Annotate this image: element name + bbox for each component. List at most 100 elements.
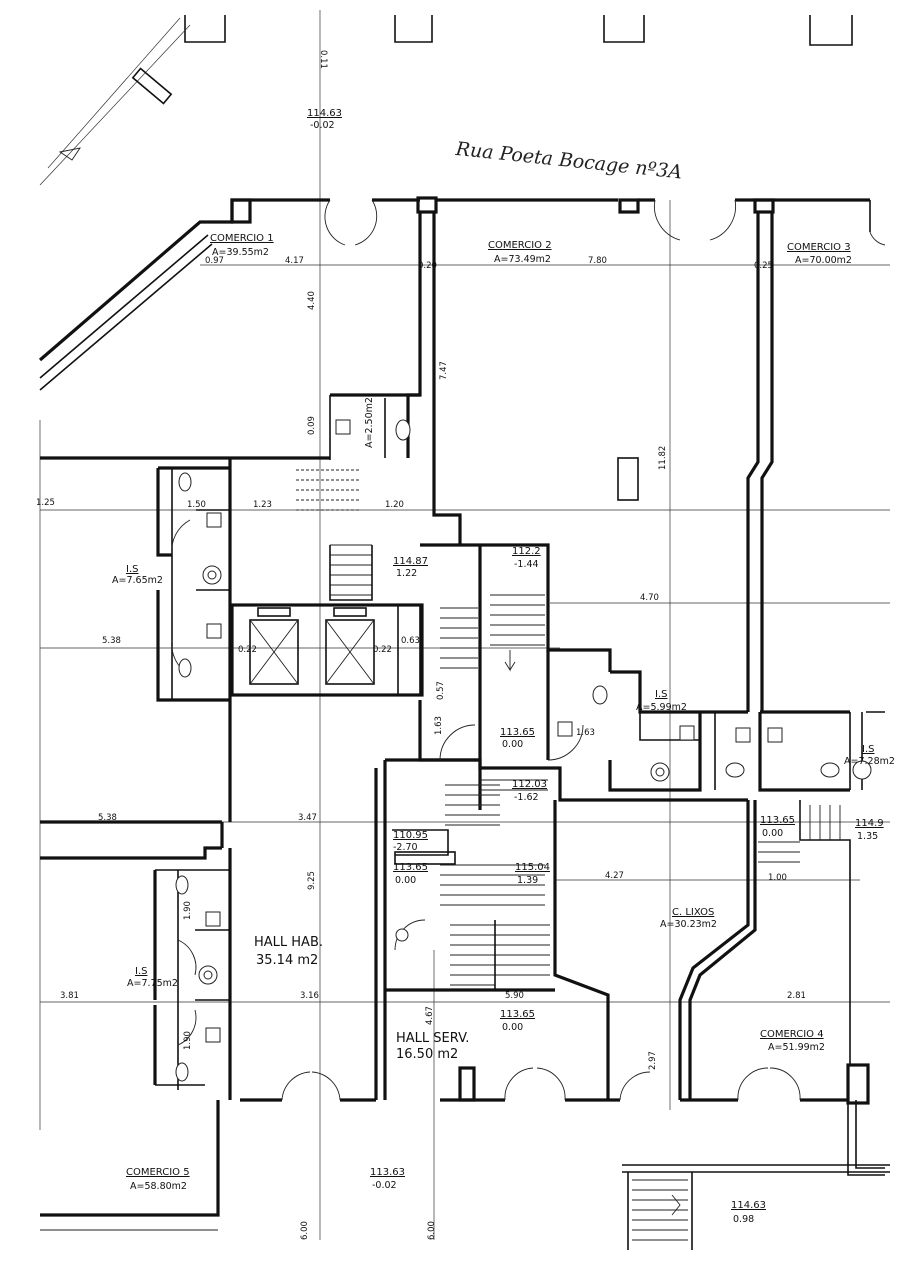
level-top: 113.65 [500,727,535,738]
interior-walls [40,212,890,1250]
level-top: 110.95 [393,830,428,841]
room-is-left2-area: A=7.75m2 [127,978,178,989]
doors [171,199,886,1101]
dimension-labels: 0.97 4.17 7.80 4.40 7.47 11.82 1.25 1.50… [36,50,806,1240]
level-top: 114.63 [307,108,342,119]
dimension-label: 5.90 [505,991,524,1001]
level-bottom: 1.39 [517,875,538,886]
dimension-label: 1.50 [187,500,206,510]
room-is-mid-area: A=5.99m2 [636,702,687,713]
dimension-label: 4.70 [640,593,659,603]
dimension-label: 3.16 [300,991,319,1001]
room-is-left1-area: A=7.65m2 [112,575,163,586]
level-bottom: -2.70 [393,842,418,853]
dimension-label: 2.97 [648,1051,658,1070]
room-labels: COMERCIO 1 A=39.55m2 COMERCIO 2 A=73.49m… [112,233,895,1192]
dimension-label: 1.63 [576,728,595,738]
level-bottom: 0.00 [395,875,416,886]
dimension-label: 0.25 [754,261,773,271]
level-top: 113.65 [760,815,795,826]
dimension-label: 6.00 [427,1221,437,1240]
dimension-label: 1.90 [183,1031,193,1050]
level-markers: 114.63 -0.02 114.87 1.22 112.2 -1.44 113… [307,108,884,1225]
level-top: 112.2 [512,546,541,557]
room-hall-hab-area: 35.14 m2 [256,953,318,968]
dimension-label: 0.97 [205,256,224,266]
level-bottom: -0.02 [310,120,335,131]
dimension-label: 4.40 [307,291,317,310]
dimension-label: 6.00 [300,1221,310,1240]
room-comercio-4-name: COMERCIO 4 [760,1029,824,1040]
top-facade [184,15,853,46]
dimension-label: 0.22 [238,645,257,655]
level-top: 114.63 [731,1200,766,1211]
dimension-label: 4.27 [605,871,624,881]
dimension-label: 1.00 [768,873,787,883]
dimension-label: 4.67 [425,1006,435,1025]
level-bottom: 1.35 [857,831,878,842]
room-comercio-5-area: A=58.80m2 [130,1181,187,1192]
room-c-lixos-area: A=30.23m2 [660,919,717,930]
level-bottom: 1.22 [396,568,417,579]
room-comercio-3-name: COMERCIO 3 [787,242,851,253]
room-hall-serv-area: 16.50 m2 [396,1047,458,1062]
sanitary-fixtures [175,419,872,1082]
level-top: 112.03 [512,779,547,790]
level-top: 113.63 [370,1167,405,1178]
dimension-label: 1.25 [36,498,55,508]
north-marker [39,17,191,186]
dimension-label: 1.63 [434,716,444,735]
room-comercio-1-area: A=39.55m2 [212,247,269,258]
level-bottom: 0.00 [502,1022,523,1033]
level-top: 114.9 [855,818,884,829]
room-c-lixos-name: C. LIXOS [672,907,714,918]
room-comercio-4-area: A=51.99m2 [768,1042,825,1053]
stair-treads [296,469,841,1241]
dimension-label: 0.57 [436,681,446,700]
room-comercio-2-name: COMERCIO 2 [488,240,552,251]
level-top: 114.87 [393,556,428,567]
dimension-label: 9.25 [307,871,317,890]
room-is-left2-name: I.S [135,966,147,977]
room-comercio-5-name: COMERCIO 5 [126,1167,190,1178]
level-bottom: -0.02 [372,1180,397,1191]
dimension-label: 3.47 [298,813,317,823]
dimension-label: 0.22 [373,645,392,655]
dimension-label: 5.38 [98,813,117,823]
dimension-label: 7.80 [588,256,607,266]
dimension-label: 0.09 [307,416,317,435]
level-bottom: 0.00 [502,739,523,750]
room-comercio-1-name: COMERCIO 1 [210,233,274,244]
room-is-top-area: A=2.50m2 [364,397,375,448]
dimension-label: 0.63 [401,636,420,646]
level-bottom: 0.00 [762,828,783,839]
dimension-label: 1.90 [183,901,193,920]
room-is-left1-name: I.S [126,564,138,575]
room-is-right-area: A=7.28m2 [844,756,895,767]
room-comercio-3-area: A=70.00m2 [795,255,852,266]
level-top: 113.65 [500,1009,535,1020]
handwritten-street-address: Rua Poeta Bocage nº3A [454,138,683,184]
room-comercio-2-area: A=73.49m2 [494,254,551,265]
level-bottom: -1.62 [514,792,539,803]
dimension-label: 11.82 [658,446,668,470]
dimension-label: 1.20 [385,500,404,510]
level-bottom: 0.98 [733,1214,754,1225]
exterior-walls [38,196,885,1217]
room-hall-hab-name: HALL HAB. [254,935,323,950]
level-top: 115.04 [515,862,550,873]
dimension-label: 0.11 [318,50,328,69]
dimension-label: 0.20 [418,261,437,271]
dimension-label: 4.17 [285,256,304,266]
room-is-mid-name: I.S [655,689,667,700]
dimension-label: 3.81 [60,991,79,1001]
level-bottom: -1.44 [514,559,539,570]
dimension-label: 5.38 [102,636,121,646]
dimension-label: 1.23 [253,500,272,510]
dimension-label: 2.81 [787,991,806,1001]
level-top: 113.65 [393,862,428,873]
dimension-label: 7.47 [439,361,449,380]
room-is-right-name: I.S [862,744,874,755]
room-hall-serv-name: HALL SERV. [396,1031,469,1046]
